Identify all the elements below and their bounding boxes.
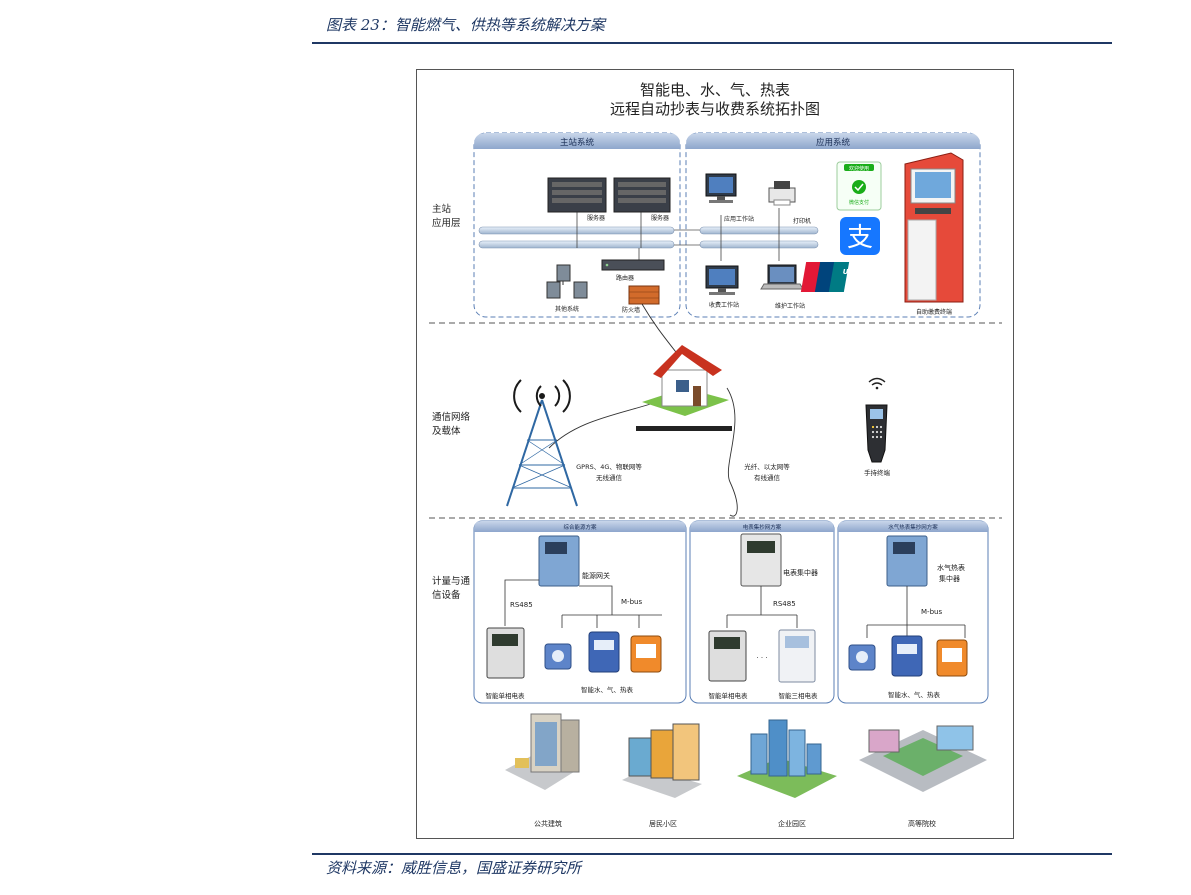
unionpay-label: UnionPay <box>843 268 880 276</box>
svg-text:通信网络: 通信网络 <box>432 411 471 423</box>
firewall-icon <box>628 285 660 305</box>
house-caption-bar <box>636 426 732 431</box>
mbus-label: M-bus <box>621 598 642 606</box>
header-rule <box>312 42 1112 44</box>
electric-scheme-title: 电表集抄网方案 <box>743 523 782 531</box>
enterprise-park-icon <box>737 719 837 798</box>
public-building-label: 公共建筑 <box>534 819 562 828</box>
figure-caption: 图表 23：智能燃气、供热等系统解决方案 <box>326 16 605 34</box>
concentrator-icon <box>740 533 782 587</box>
heat-meter-icon <box>936 639 968 677</box>
water-mbus-label: M-bus <box>921 608 942 616</box>
pay-workstation-label: 收费工作站 <box>709 301 739 309</box>
workstation-icon <box>705 265 739 295</box>
heat-meter-icon <box>630 635 662 673</box>
topology-diagram: 智能电、水、气、热表 远程自动抄表与收费系统拓扑图 主站 应用层 通信网络 及载… <box>429 81 1002 828</box>
electric-rs485-label: RS485 <box>773 600 796 608</box>
application-system-title: 应用系统 <box>816 137 851 148</box>
wechat-badge: 欢迎使用 <box>849 165 869 172</box>
water-meter-icon <box>544 643 572 670</box>
unionpay-cn-label: 银联 <box>852 278 871 290</box>
diagram-title-2: 远程自动抄表与收费系统拓扑图 <box>610 100 820 118</box>
svg-text:支: 支 <box>847 223 873 253</box>
rs485-label: RS485 <box>510 601 533 609</box>
wifi-icon <box>868 377 886 390</box>
combined-scheme-title: 综合能源方案 <box>563 523 597 531</box>
gas-meter-icon <box>891 635 923 677</box>
maint-workstation-label: 维护工作站 <box>775 302 805 310</box>
layer-metering-label: 计量与通 信设备 <box>432 575 471 601</box>
svg-text:及载体: 及载体 <box>432 425 461 437</box>
wireless-label-1: GPRS、4G、物联网等 <box>576 462 642 471</box>
handheld-label: 手持终端 <box>864 468 891 477</box>
svg-text:信设备: 信设备 <box>432 589 461 601</box>
energy-gateway-label: 能源网关 <box>582 571 610 580</box>
svg-text:应用层: 应用层 <box>432 217 461 229</box>
other-systems-icon <box>546 264 588 299</box>
wired-label-1: 光纤、以太网等 <box>744 462 790 471</box>
residential-label: 居民小区 <box>649 819 677 828</box>
concentrator-icon <box>886 535 928 587</box>
wireless-link <box>548 401 658 449</box>
alipay-icon: 支 <box>840 217 880 255</box>
printer-icon <box>768 181 796 206</box>
app-workstation-label: 应用工作站 <box>724 215 754 223</box>
kiosk-label: 自助缴费终端 <box>916 308 952 316</box>
layer-master-label: 主站 应用层 <box>432 203 461 229</box>
water-scheme-title: 水气热表集抄网方案 <box>888 523 938 531</box>
unionpay-icon <box>800 262 850 292</box>
printer-label: 打印机 <box>793 217 811 225</box>
source-note: 资料来源：威胜信息，国盛证券研究所 <box>326 859 582 877</box>
public-building-icon <box>505 713 580 790</box>
concentrator-label: 电表集中器 <box>783 568 818 577</box>
laptop-icon <box>760 264 804 290</box>
signal-tower-icon <box>506 379 578 507</box>
topology-figure: 智能电、水、气、热表 远程自动抄表与收费系统拓扑图 主站 应用层 通信网络 及载… <box>416 69 1014 839</box>
house-icon <box>642 345 729 416</box>
electric-meter-icon <box>486 627 525 679</box>
router-label: 路由器 <box>616 274 634 282</box>
diagram-title-1: 智能电、水、气、热表 <box>640 81 790 99</box>
electric-three-label: 智能三相电表 <box>779 691 819 700</box>
water-meter-icon <box>848 644 876 671</box>
master-station-title: 主站系统 <box>560 137 595 148</box>
water-concentrator-label-2: 集中器 <box>939 574 960 583</box>
wgh-meter-label: 智能水、气、热表 <box>581 685 634 694</box>
handheld-terminal-icon <box>865 404 888 463</box>
wireless-label-2: 无线通信 <box>596 473 623 482</box>
svg-text:计量与通: 计量与通 <box>432 575 471 587</box>
wired-label-2: 有线通信 <box>754 473 781 482</box>
wechat-pay-icon <box>836 161 882 211</box>
other-systems-label: 其他系统 <box>555 305 579 313</box>
wired-link <box>726 387 738 517</box>
kiosk-icon <box>904 152 964 303</box>
enterprise-park-label: 企业园区 <box>778 819 806 828</box>
wechat-pay-label: 微信支付 <box>849 199 869 206</box>
ellipsis-label: · · · <box>756 654 767 662</box>
server-icon <box>613 177 671 213</box>
router-icon <box>601 259 665 271</box>
electric-single-label: 智能单相电表 <box>709 691 749 700</box>
layer-comm-label: 通信网络 及载体 <box>432 411 471 437</box>
svg-text:主站: 主站 <box>432 203 452 215</box>
single-phase-meter-label: 智能单相电表 <box>486 691 526 700</box>
college-label: 高等院校 <box>908 819 936 828</box>
residential-building-icon <box>622 723 702 798</box>
server-icon <box>547 177 607 213</box>
server2-label: 服务器 <box>651 214 669 222</box>
gas-meter-icon <box>588 631 620 673</box>
energy-gateway-icon <box>538 535 580 587</box>
college-icon <box>859 725 987 792</box>
workstation-icon <box>705 173 737 203</box>
water-concentrator-label-1: 水气热表 <box>937 563 965 572</box>
three-phase-meter-icon <box>778 629 816 683</box>
network-bus <box>478 208 819 261</box>
water-wgh-label: 智能水、气、热表 <box>888 690 941 699</box>
firewall-label: 防火墙 <box>622 306 640 314</box>
server1-label: 服务器 <box>587 214 605 222</box>
electric-meter-icon <box>708 630 747 682</box>
footer-rule <box>312 853 1112 855</box>
